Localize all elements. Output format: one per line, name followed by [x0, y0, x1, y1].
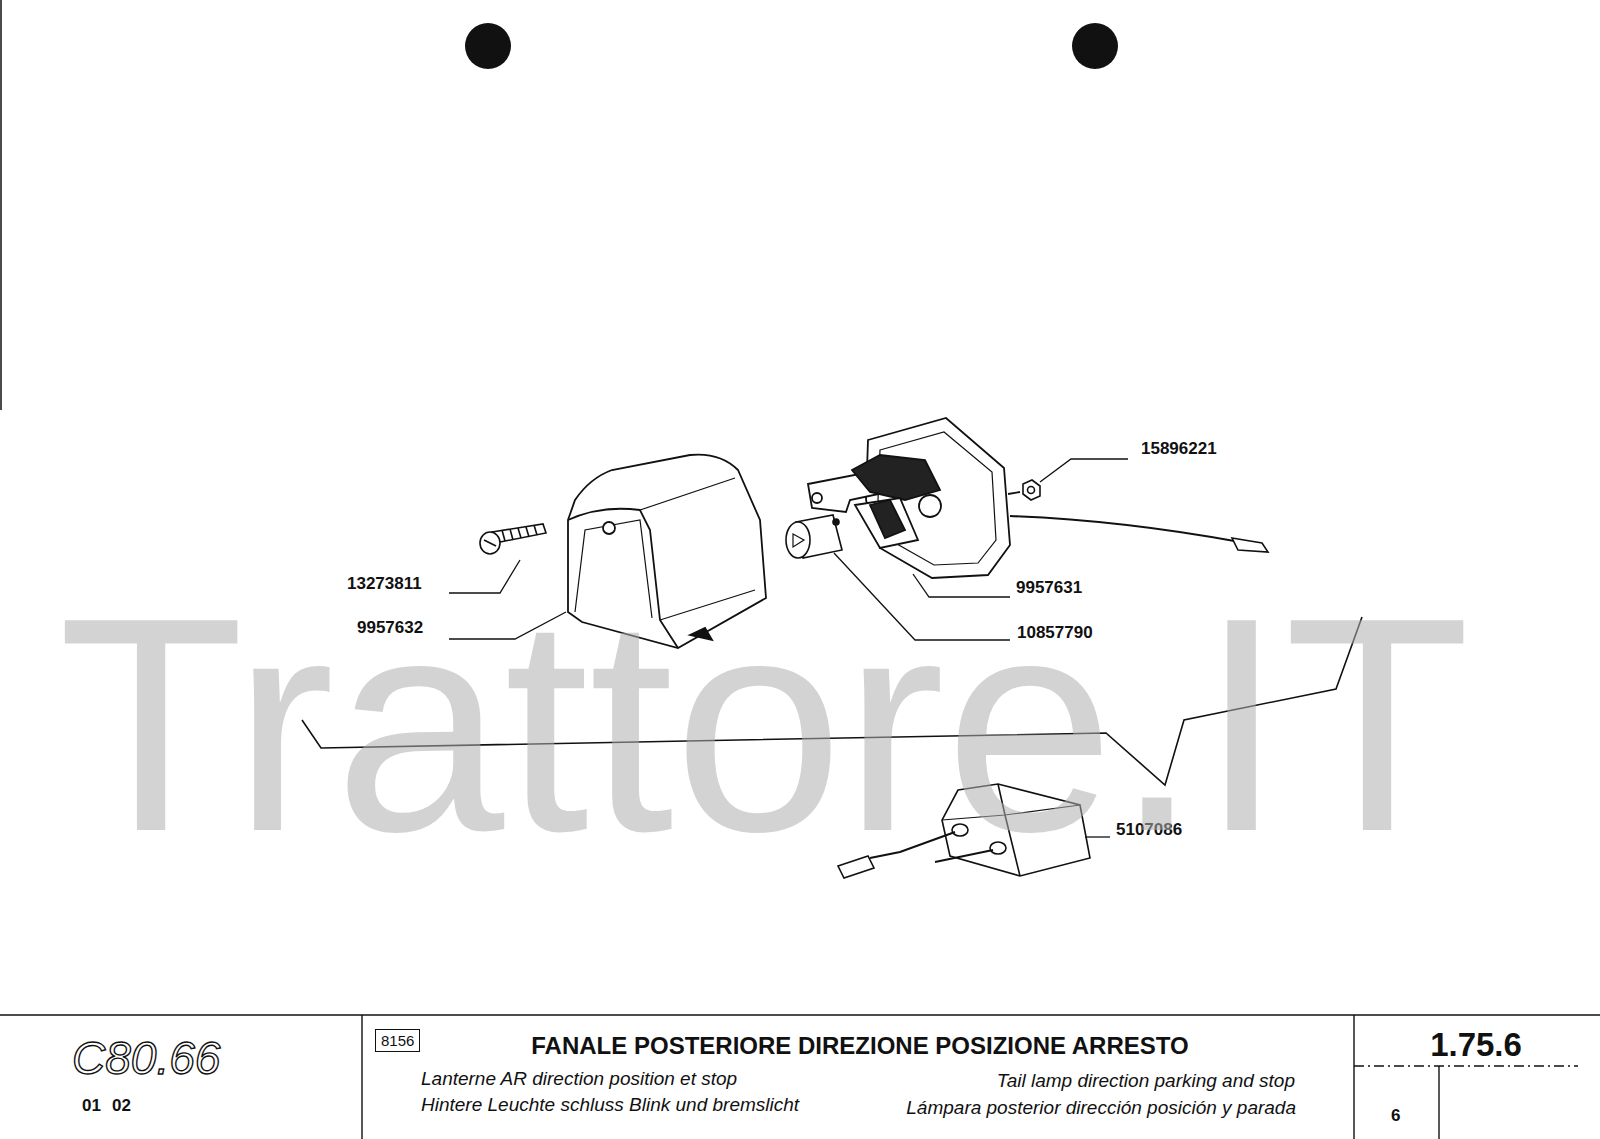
- sheet-number: 6: [1391, 1106, 1400, 1126]
- section-number: 1.75.6: [1430, 1026, 1522, 1064]
- subtitle: Lámpara posterior dirección posición y p…: [906, 1097, 1296, 1119]
- page-code: 02: [112, 1096, 131, 1116]
- page-edge: [0, 0, 2, 410]
- bulb: [786, 515, 842, 558]
- binder-hole: [465, 23, 1118, 69]
- code-number: 8156: [381, 1032, 414, 1049]
- subtitle: Tail lamp direction parking and stop: [997, 1070, 1295, 1092]
- sheet-title: FANALE POSTERIORE DIREZIONE POSIZIONE AR…: [531, 1032, 1188, 1060]
- part-number: 15896221: [1141, 439, 1217, 459]
- watermark: Trattore.IT: [58, 572, 1470, 877]
- code-box: 8156: [375, 1029, 420, 1052]
- screw: [480, 524, 546, 554]
- subtitle: Lanterne AR direction position et stop: [421, 1068, 737, 1090]
- title-block-frame: [0, 1015, 1600, 1139]
- model-code: C80.66: [72, 1032, 220, 1085]
- nut-and-wire: [1010, 480, 1268, 552]
- lamp-housing: [808, 418, 1020, 578]
- page-code: 01: [82, 1096, 101, 1116]
- subtitle: Hintere Leuchte schluss Blink und bremsl…: [421, 1094, 799, 1116]
